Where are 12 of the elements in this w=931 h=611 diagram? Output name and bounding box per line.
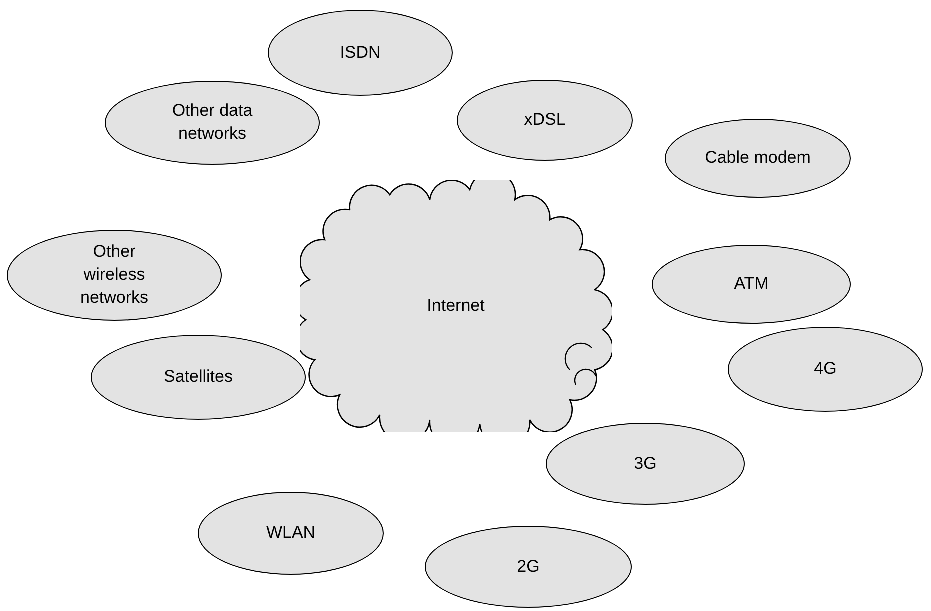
network-label: ISDN (340, 42, 381, 64)
network-label: ATM (734, 273, 769, 296)
network-label: 4G (814, 358, 837, 380)
network-label: Satellites (164, 366, 233, 388)
network-label: Cable modem (705, 147, 811, 170)
network-label: xDSL (524, 109, 566, 132)
network-label: Other data networks (171, 100, 254, 145)
network-label: Internet (427, 294, 485, 317)
network-label: 3G (634, 452, 657, 475)
network-label: 2G (517, 556, 540, 578)
network-label: WLAN (266, 522, 316, 544)
network-label: Other wireless networks (79, 241, 150, 309)
